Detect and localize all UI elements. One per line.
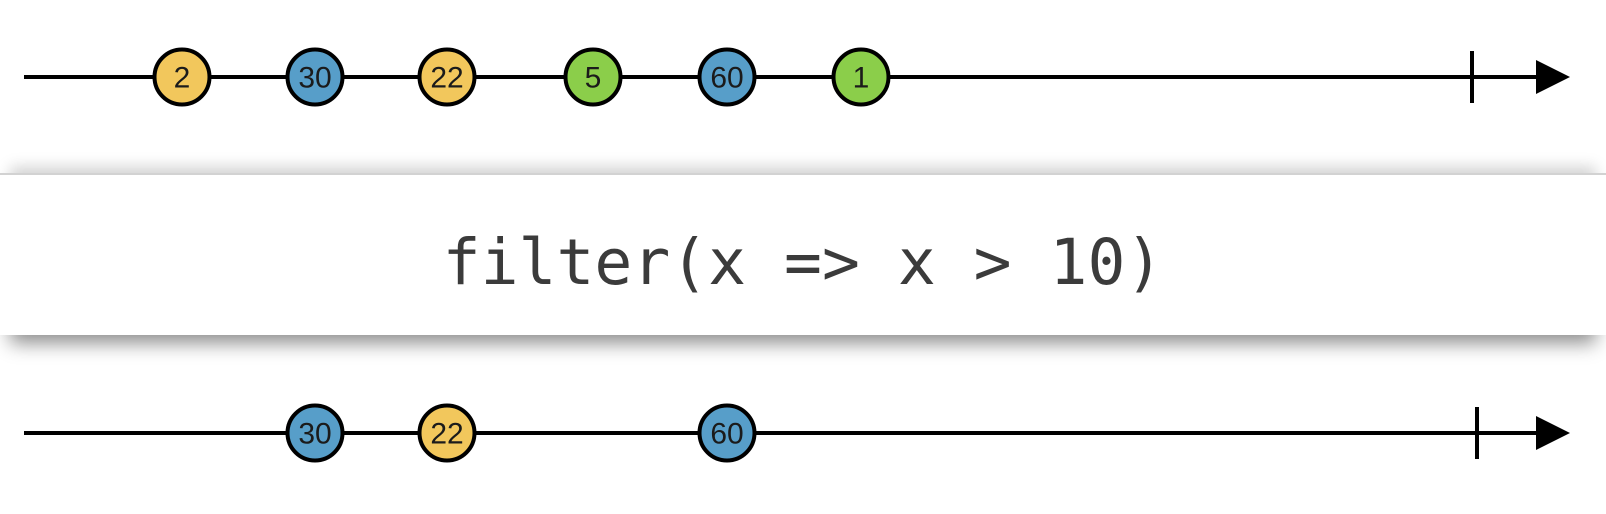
output-stream-timeline: 30 22 60 — [24, 403, 1570, 463]
marble — [417, 403, 477, 463]
marble — [285, 47, 345, 107]
marble-value: 5 — [585, 62, 602, 95]
marble — [285, 403, 345, 463]
operator-label: filter(x => x > 10) — [442, 225, 1164, 299]
marble-value: 30 — [298, 418, 331, 451]
input-stream-timeline: 2 30 22 5 60 1 — [24, 47, 1570, 107]
marble-value: 1 — [853, 62, 870, 95]
arrowhead-icon — [1536, 416, 1570, 450]
marble — [417, 47, 477, 107]
marble — [697, 403, 757, 463]
marble — [152, 47, 212, 107]
marble — [831, 47, 891, 107]
marble-value: 22 — [430, 62, 463, 95]
marble — [563, 47, 623, 107]
arrowhead-icon — [1536, 60, 1570, 94]
marble-value: 22 — [430, 418, 463, 451]
marble — [697, 47, 757, 107]
marble-value: 60 — [710, 62, 743, 95]
marble-value: 30 — [298, 62, 331, 95]
marble-value: 2 — [174, 62, 191, 95]
operator-band: filter(x => x > 10) — [0, 173, 1606, 335]
marble-value: 60 — [710, 418, 743, 451]
